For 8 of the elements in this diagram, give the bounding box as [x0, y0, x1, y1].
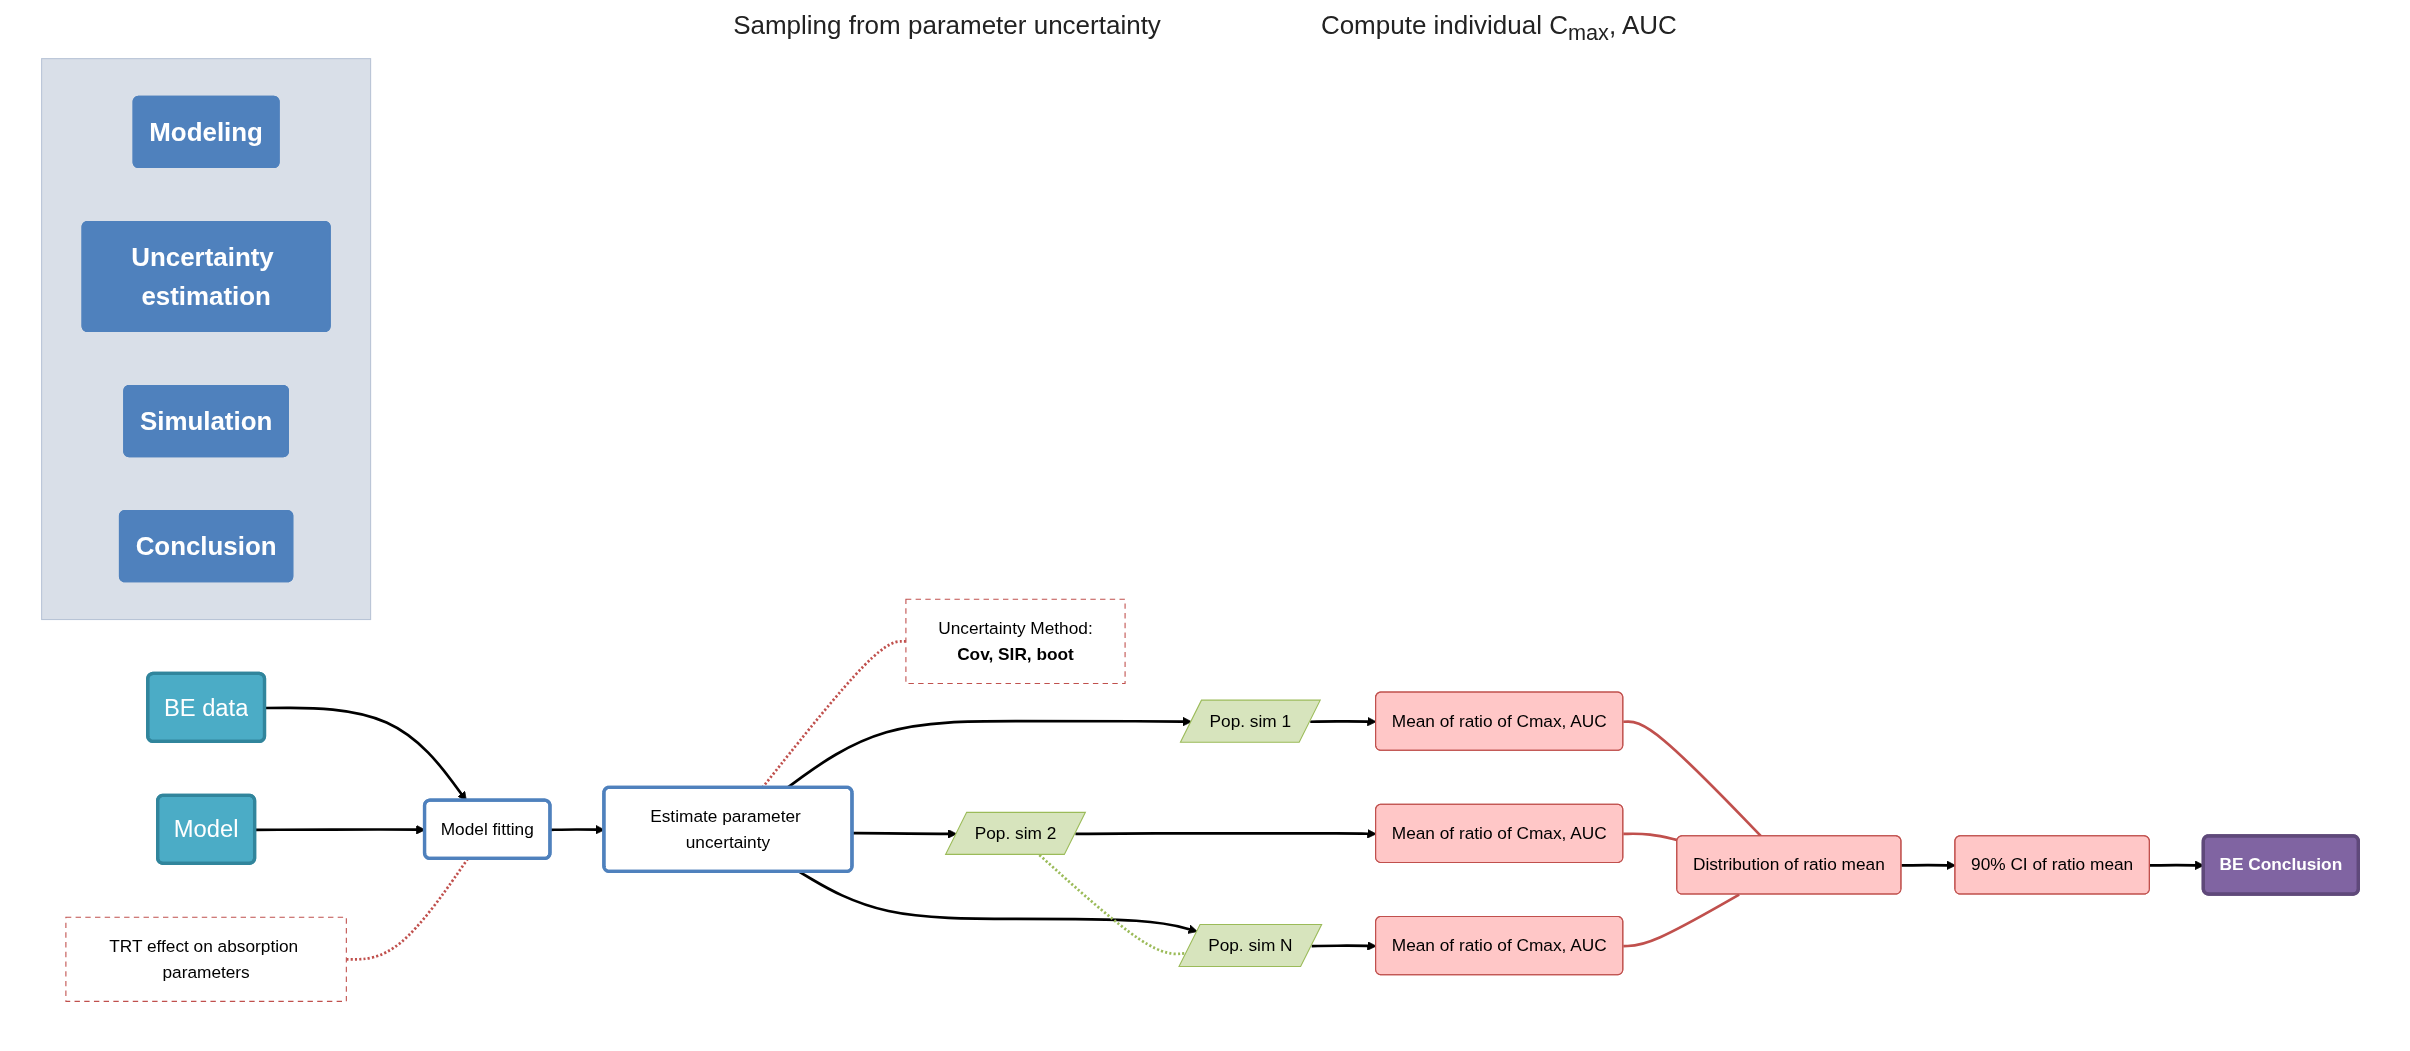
connector [1623, 832, 1678, 842]
node-box: TRT effect on absorption parameters [65, 916, 347, 1003]
connector [1623, 893, 1740, 948]
connector [1038, 854, 1187, 956]
node-box: Uncertainty Method: Cov, SIR, boot [905, 598, 1126, 685]
cluster [41, 58, 372, 621]
bracket-caption: Compute individual C$_{max}$, AUC [1320, 10, 1677, 47]
bracket-caption: Sampling from parameter uncertainty [733, 10, 1161, 42]
